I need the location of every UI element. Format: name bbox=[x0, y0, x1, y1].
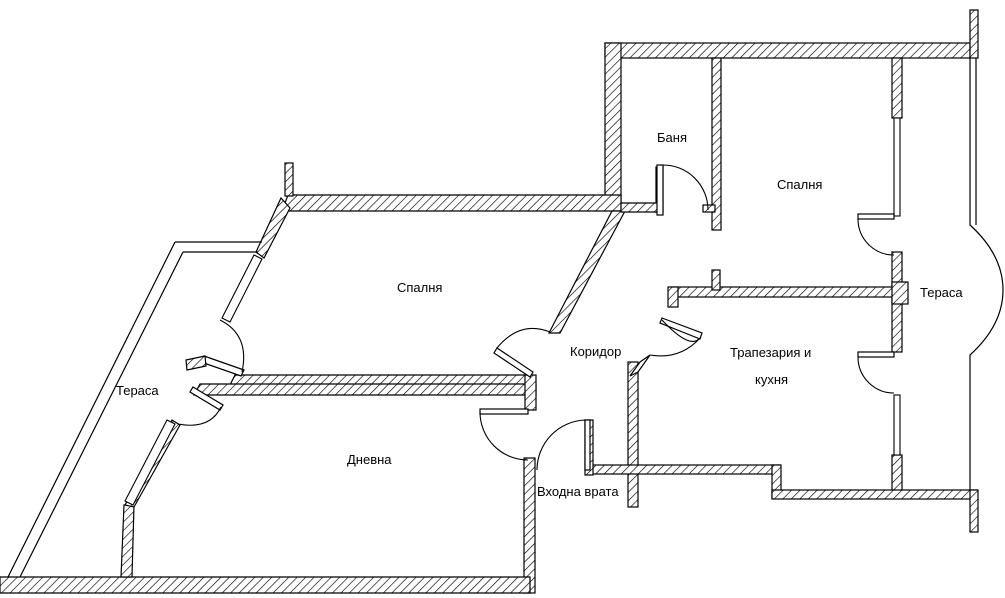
doors bbox=[177, 164, 895, 471]
right-block-walls bbox=[591, 9, 979, 533]
door-terrace-bedroom-leaf bbox=[200, 355, 245, 377]
windows bbox=[124, 117, 901, 506]
wall-bedroom-corridor-diag bbox=[548, 210, 626, 334]
label-bedroom-right: Спалня bbox=[777, 177, 822, 192]
label-bedroom-left: Спалня bbox=[397, 280, 442, 295]
middle-walls bbox=[0, 162, 661, 594]
label-terrace-right: Тераса bbox=[920, 285, 963, 300]
wall-bedroom-living-2 bbox=[192, 383, 537, 396]
door-bedroom-left-arc bbox=[496, 327, 551, 349]
wall-living-right-top bbox=[524, 374, 537, 411]
wall-kitchen-left-top bbox=[667, 286, 679, 308]
wall-bedroom-kitchen bbox=[671, 286, 898, 298]
door-living-arc bbox=[479, 411, 529, 461]
wall-bedroom-right-ext-top bbox=[891, 57, 903, 119]
door-terrace-bedroom-arc bbox=[219, 319, 245, 373]
label-dining-kitchen-2: кухня bbox=[755, 372, 788, 387]
window-kitchen-right bbox=[893, 394, 901, 456]
door-bath-arc bbox=[662, 164, 709, 211]
label-entrance-door: Входна врата bbox=[537, 484, 619, 499]
wall-top-right bbox=[604, 42, 971, 59]
window-bedroom-left bbox=[221, 254, 263, 323]
wall-bedroom-left-top bbox=[281, 194, 622, 212]
wall-kitchen-left bbox=[627, 361, 639, 508]
terrace-right-railing bbox=[969, 58, 1004, 490]
window-bedroom-right bbox=[893, 117, 901, 217]
wall-bedroom-kitchen-stub bbox=[711, 269, 721, 291]
door-entrance-leaf bbox=[584, 419, 591, 471]
wall-living-bottom bbox=[0, 576, 531, 594]
wall-kitchen-bottom-right bbox=[771, 489, 978, 500]
door-kitchen-leaf bbox=[659, 317, 703, 340]
wall-living-left-ext bbox=[120, 504, 135, 578]
wall-terrace-right-post-top bbox=[969, 9, 979, 59]
terrace-left-railing bbox=[7, 241, 262, 578]
wall-terrace-right-post-bottom bbox=[969, 489, 979, 533]
door-living-leaf bbox=[479, 408, 529, 415]
label-dining-kitchen-1: Трапезария и bbox=[730, 345, 811, 360]
wall-bath-door-stub-2 bbox=[702, 204, 716, 213]
door-kitchen-right-leaf bbox=[857, 351, 895, 358]
wall-bath-bedroom bbox=[711, 57, 722, 231]
wall-corridor-kitchen-diag bbox=[629, 354, 651, 377]
wall-corridor-stub bbox=[620, 202, 661, 213]
wall-kitchen-bottom bbox=[591, 464, 781, 475]
door-bedroom-left-leaf bbox=[493, 347, 534, 378]
door-bedroom-right-arc bbox=[857, 218, 895, 256]
door-bath-leaf bbox=[656, 164, 664, 216]
door-entrance-arc bbox=[536, 419, 586, 471]
wall-terrace-stub bbox=[185, 355, 207, 371]
window-living-left bbox=[124, 419, 176, 506]
label-bathroom: Баня bbox=[657, 130, 687, 145]
label-corridor: Коридор bbox=[570, 344, 621, 359]
door-kitchen-right-arc bbox=[857, 356, 895, 394]
door-terrace-living-arc bbox=[177, 406, 222, 426]
door-bedroom-right-leaf bbox=[857, 213, 895, 220]
wall-living-right-bottom bbox=[523, 457, 536, 594]
terrace-left-railing-inner bbox=[19, 251, 258, 578]
wall-pillar-right bbox=[891, 281, 909, 305]
wall-bath-left bbox=[604, 42, 622, 209]
room-labels: Баня Спалня Спалня Коридор Трапезария и … bbox=[116, 130, 963, 499]
door-kitchen-arc-2 bbox=[649, 337, 701, 357]
label-terrace-left: Тераса bbox=[116, 383, 159, 398]
wall-bedroom-left-ext-top bbox=[255, 196, 291, 259]
wall-bedroom-left-post bbox=[284, 162, 294, 197]
label-living-room: Дневна bbox=[347, 452, 392, 467]
